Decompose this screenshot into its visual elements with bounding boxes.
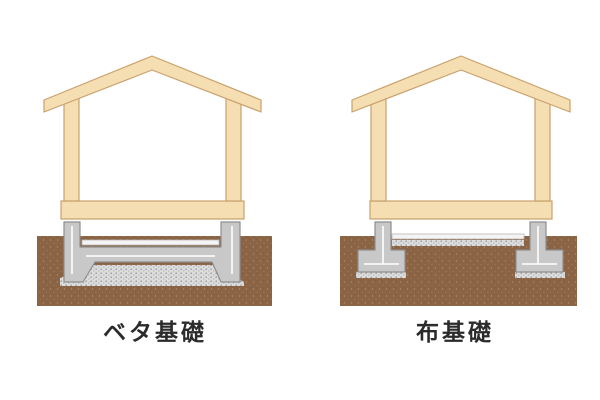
right-wall xyxy=(534,97,551,202)
gravel-layer xyxy=(60,265,244,286)
vapor-barrier xyxy=(81,239,220,246)
floor-sill xyxy=(60,200,245,220)
mat-foundation-caption: ベタ基礎 xyxy=(103,320,207,346)
gravel-layer-under-footing xyxy=(356,272,406,278)
mat-slab-concrete xyxy=(63,221,241,283)
rebar xyxy=(522,226,557,265)
strip-foundation-caption: 布基礎 xyxy=(416,320,494,346)
strip-footing-right xyxy=(515,221,564,273)
right-wall xyxy=(225,97,242,202)
gravel-layer xyxy=(392,240,524,246)
rebar xyxy=(364,226,399,265)
strip-footing-left xyxy=(357,221,406,273)
gravel-layer-under-footing xyxy=(515,272,565,278)
left-wall xyxy=(370,97,387,202)
roof xyxy=(43,55,262,113)
mat-foundation-diagram xyxy=(37,55,272,306)
vapor-barrier xyxy=(391,233,525,240)
rebar xyxy=(71,226,233,274)
roof xyxy=(351,55,571,113)
floor-sill xyxy=(369,200,553,220)
left-wall xyxy=(63,97,80,202)
strip-foundation-diagram xyxy=(340,55,577,306)
